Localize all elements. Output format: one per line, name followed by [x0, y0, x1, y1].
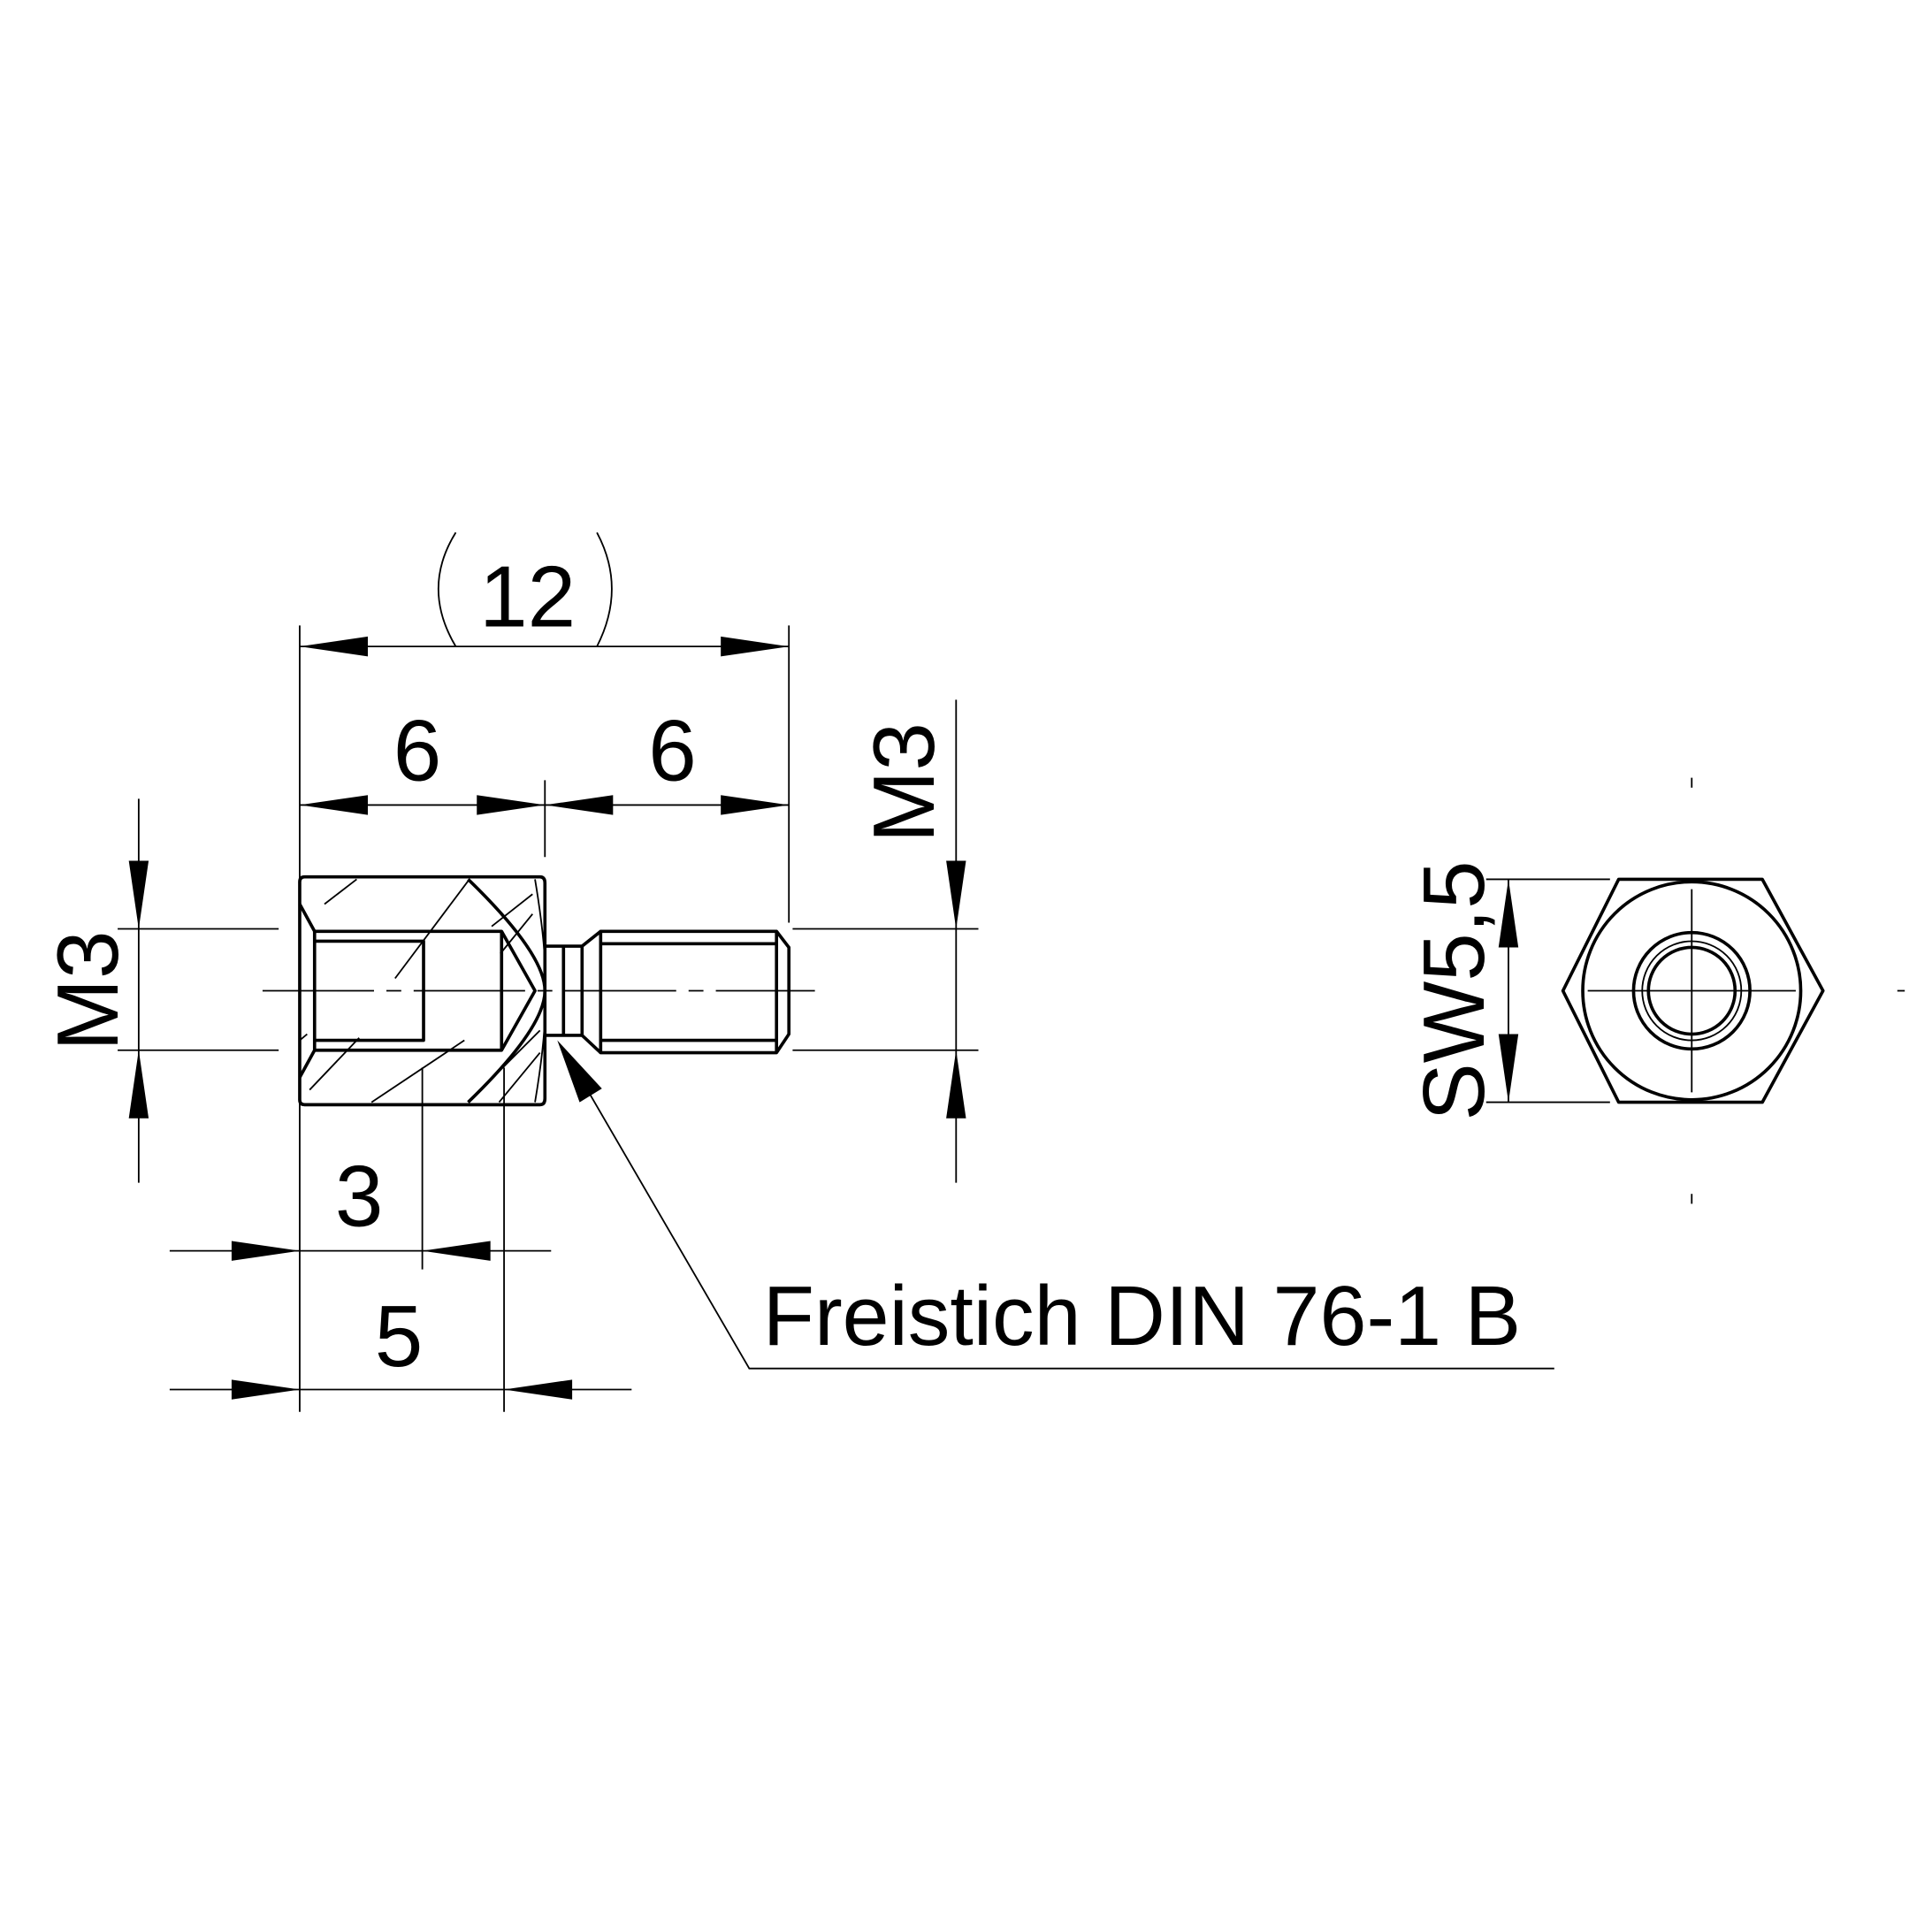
neck [545, 929, 602, 1054]
undercut-callout: Freistich DIN 76-1 B [557, 1040, 1554, 1370]
dim-5-label: 5 [375, 1287, 424, 1385]
dimension-halves: 6 6 [299, 701, 790, 815]
dim-12-label: 12 [479, 548, 576, 645]
dim-left-6-label: 6 [393, 701, 442, 798]
end-view [1561, 777, 1905, 1204]
thread-right-label: M3 [855, 722, 952, 843]
stud [599, 929, 791, 1055]
section-hatch [299, 878, 541, 1103]
dimension-wrench-size: SW5,5 [1405, 860, 1610, 1121]
dimension-overall-length: 12 [299, 531, 790, 657]
dim-3-label: 3 [335, 1148, 384, 1245]
thread-left-label: M3 [39, 930, 136, 1050]
dimension-thread-depth: 3 [169, 1148, 552, 1261]
side-view [262, 874, 815, 1107]
wrench-size-label: SW5,5 [1405, 860, 1502, 1120]
dimension-thread-right: M3 [855, 699, 966, 1183]
dim-right-6-label: 6 [648, 701, 697, 798]
dimension-bore-depth: 5 [169, 1287, 632, 1400]
undercut-note: Freistich DIN 76-1 B [763, 1270, 1521, 1363]
extension-lines [118, 625, 979, 1412]
dimension-thread-left: M3 [39, 798, 149, 1183]
hex-outline [1561, 877, 1825, 1104]
